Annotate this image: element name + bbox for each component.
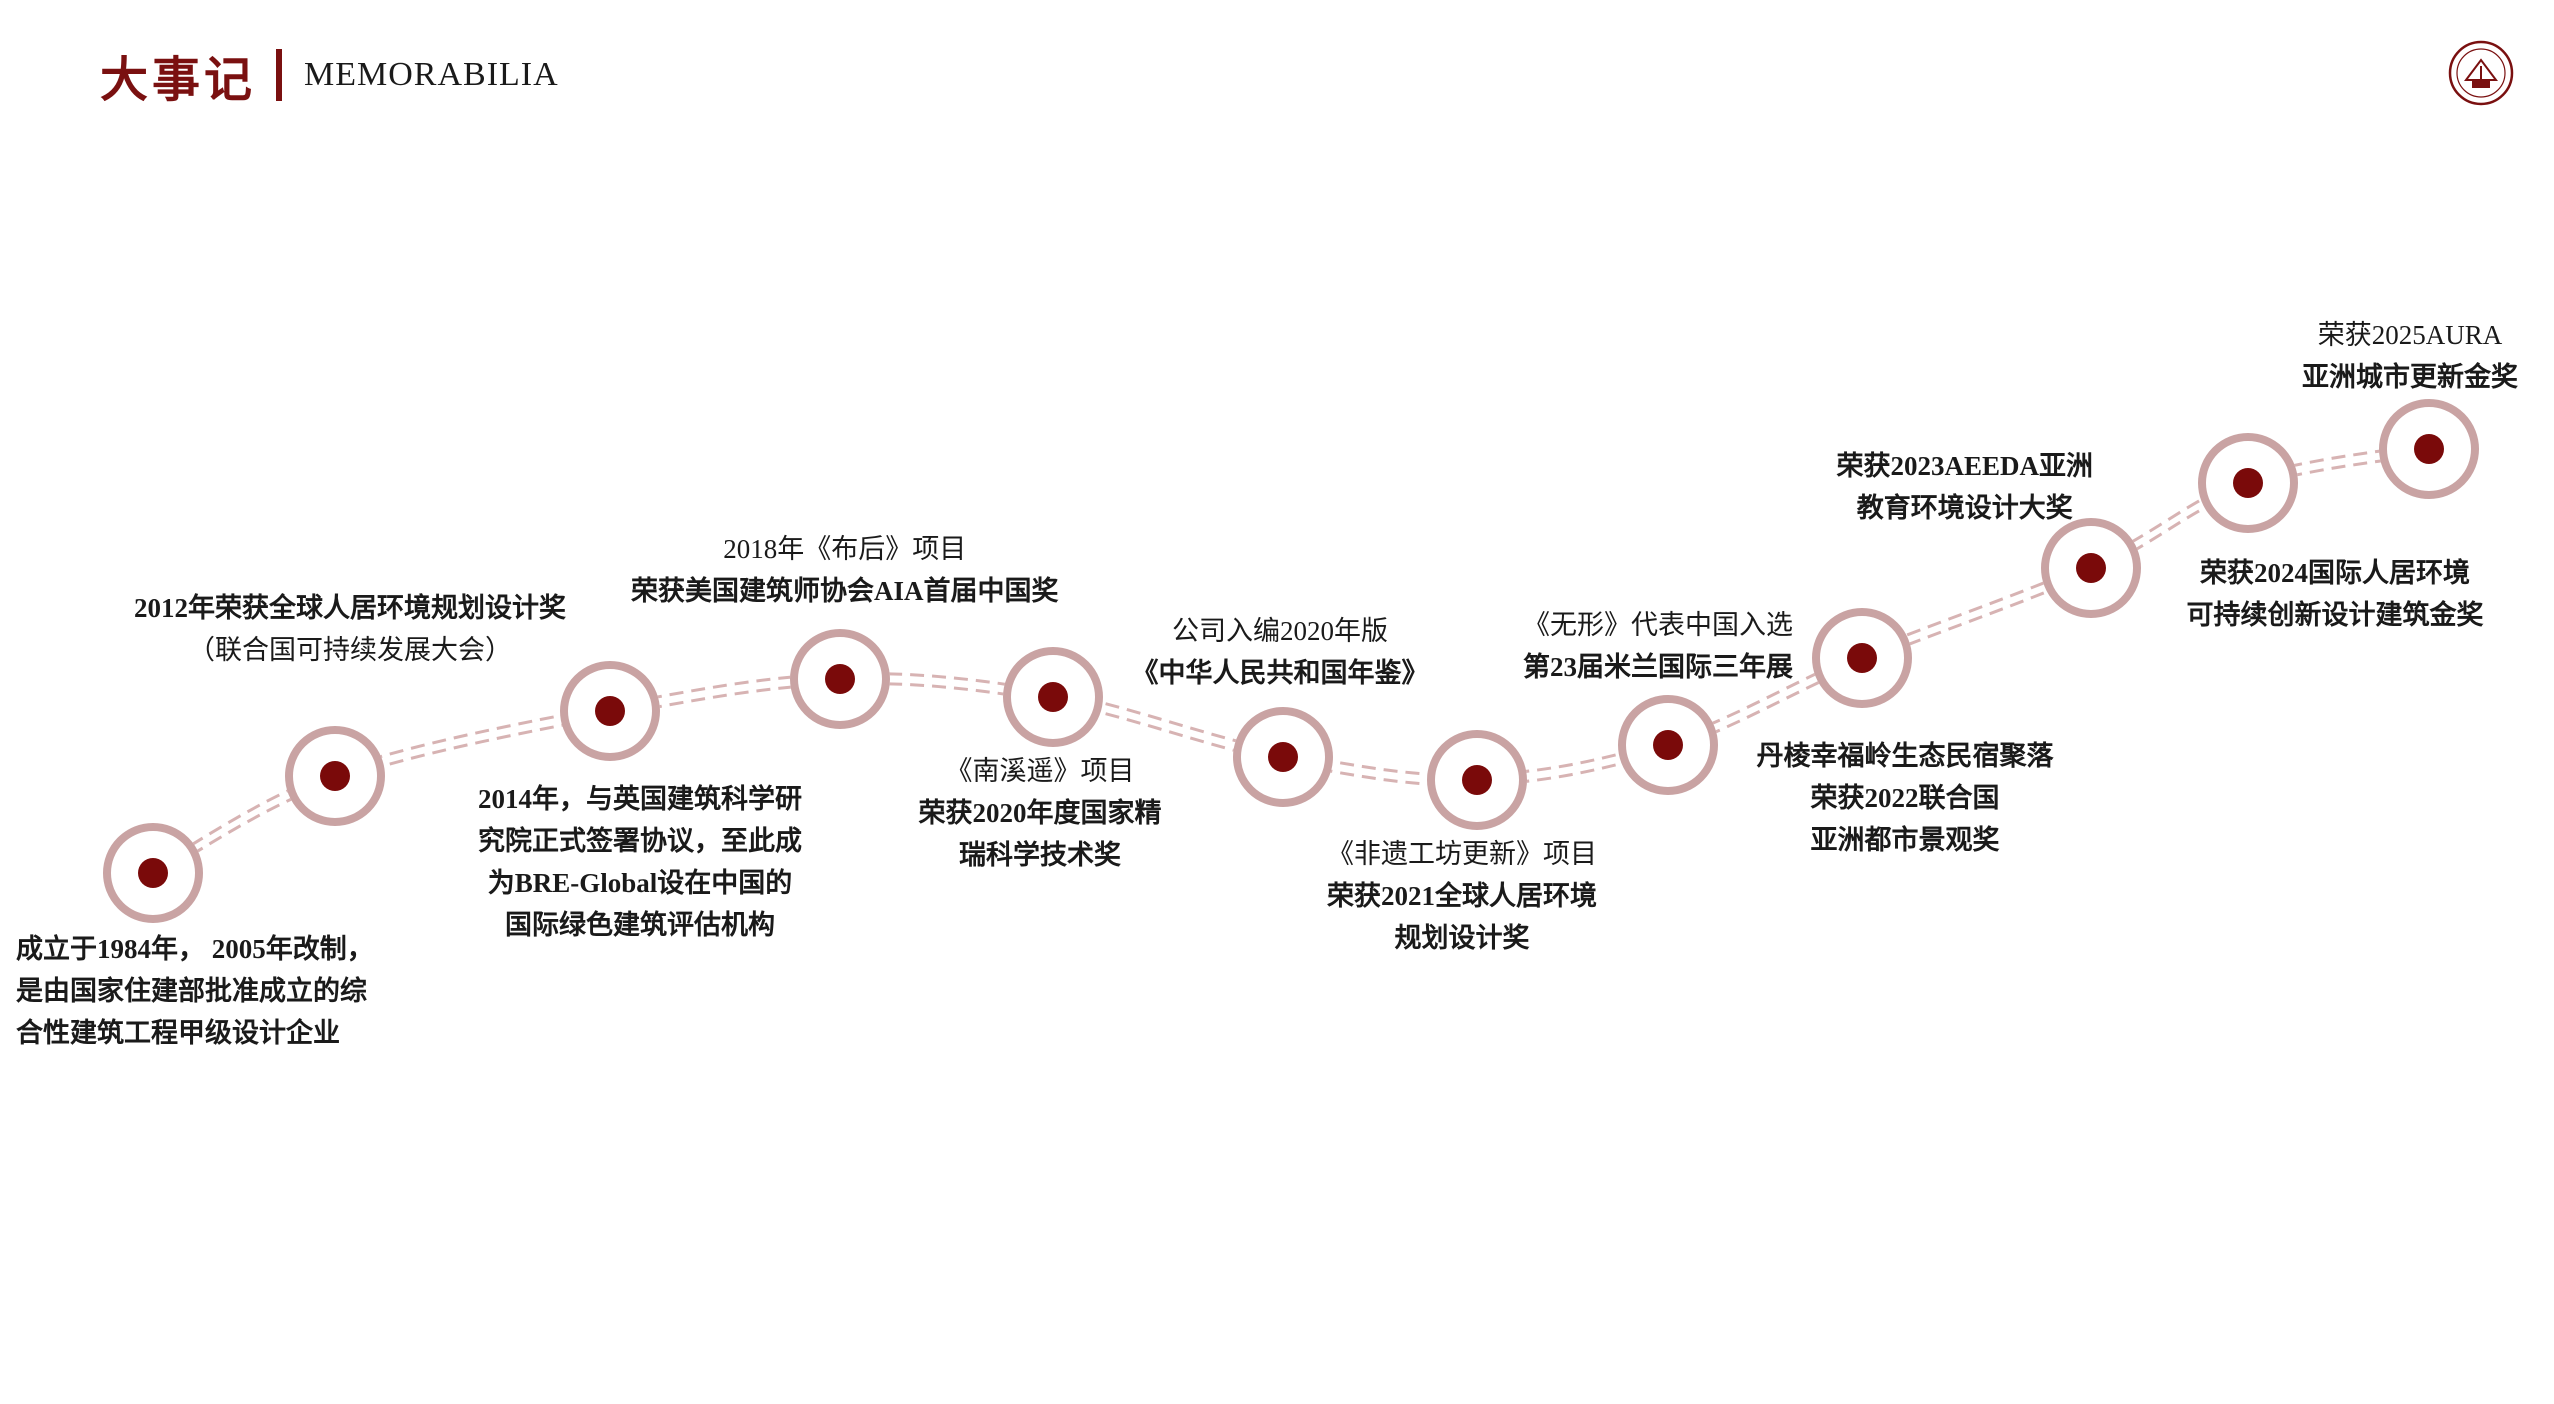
milestone-label-line: 《中华人民共和国年鉴》 bbox=[1131, 658, 1429, 688]
timeline-node bbox=[2379, 399, 2479, 499]
node-dot bbox=[1268, 742, 1298, 772]
node-dot bbox=[1847, 643, 1877, 673]
node-dot bbox=[320, 761, 350, 791]
node-dot bbox=[1653, 730, 1683, 760]
node-ring bbox=[1427, 730, 1527, 830]
milestone-label: 荣获2024国际人居环境可持续创新设计建筑金奖 bbox=[2187, 552, 2484, 636]
milestone-label-line: 2012年荣获全球人居环境规划设计奖 bbox=[134, 593, 566, 623]
node-ring bbox=[1003, 647, 1103, 747]
timeline-node bbox=[1427, 730, 1527, 830]
node-dot bbox=[1462, 765, 1492, 795]
node-dot bbox=[825, 664, 855, 694]
milestone-label-line: 荣获2023AEEDA亚洲 bbox=[1836, 451, 2094, 481]
milestone-label: 2018年《布后》项目荣获美国建筑师协会AIA首届中国奖 bbox=[631, 528, 1059, 612]
timeline-node bbox=[103, 823, 203, 923]
milestone-label-line: 公司入编2020年版 bbox=[1172, 616, 1388, 646]
milestone-label-line: 成立于1984年， 2005年改制， bbox=[16, 934, 374, 964]
timeline-node bbox=[1003, 647, 1103, 747]
milestone-label-line: 教育环境设计大奖 bbox=[1856, 493, 2073, 523]
seal-emblem-icon bbox=[2448, 40, 2514, 106]
milestone-label: 《无形》代表中国入选第23届米兰国际三年展 bbox=[1523, 604, 1793, 688]
milestone-label-line: 亚洲城市更新金奖 bbox=[2302, 362, 2518, 392]
milestone-label-line: 合性建筑工程甲级设计企业 bbox=[16, 1018, 340, 1048]
milestone-label-line: 可持续创新设计建筑金奖 bbox=[2186, 600, 2484, 630]
milestone-label-line: 荣获2021全球人居环境 bbox=[1327, 881, 1597, 911]
milestone-label-line: 国际绿色建筑评估机构 bbox=[505, 910, 775, 940]
milestone-label-line: 是由国家住建部批准成立的综 bbox=[16, 976, 367, 1006]
milestone-label-line: 荣获2020年度国家精 bbox=[918, 798, 1162, 828]
milestone-label-line: 荣获2022联合国 bbox=[1810, 783, 2000, 813]
milestone-label: 2012年荣获全球人居环境规划设计奖 （联合国可持续发展大会） bbox=[134, 587, 566, 671]
milestone-label-line: 丹棱幸福岭生态民宿聚落 bbox=[1756, 741, 2054, 771]
milestone-label-line: 《无形》代表中国入选 bbox=[1523, 610, 1793, 640]
milestone-label: 荣获2025AURA 亚洲城市更新金奖 bbox=[2302, 314, 2518, 398]
node-ring bbox=[2198, 433, 2298, 533]
milestone-label: 《南溪遥》项目荣获2020年度国家精瑞科学技术奖 bbox=[919, 750, 1162, 876]
node-ring bbox=[103, 823, 203, 923]
milestone-label-line: 荣获2025AURA bbox=[2317, 320, 2503, 350]
node-dot bbox=[2233, 468, 2263, 498]
milestone-label-line: （联合国可持续发展大会） bbox=[188, 635, 512, 665]
node-dot bbox=[138, 858, 168, 888]
node-ring bbox=[560, 661, 660, 761]
milestone-label-line: 2018年《布后》项目 bbox=[723, 534, 967, 564]
milestone-label: 丹棱幸福岭生态民宿聚落荣获2022联合国亚洲都市景观奖 bbox=[1757, 735, 2054, 861]
page-header: 大事记 MEMORABILIA bbox=[100, 40, 559, 110]
milestone-label-line: 第23届米兰国际三年展 bbox=[1523, 652, 1793, 682]
milestone-label-line: 为BRE-Global设在中国的 bbox=[487, 868, 793, 898]
timeline-node bbox=[285, 726, 385, 826]
milestone-label-line: 究院正式签署协议，至此成 bbox=[478, 826, 802, 856]
milestone-label-line: 瑞科学技术奖 bbox=[959, 840, 1121, 870]
node-ring bbox=[285, 726, 385, 826]
milestone-label-line: 亚洲都市景观奖 bbox=[1810, 825, 2000, 855]
milestone-label-line: 2014年，与英国建筑科学研 bbox=[478, 784, 802, 814]
timeline-dashed-line bbox=[152, 452, 2430, 880]
node-ring bbox=[1812, 608, 1912, 708]
milestone-label-line: 荣获2024国际人居环境 bbox=[2200, 558, 2470, 588]
node-ring bbox=[2379, 399, 2479, 499]
page-title: 大事记 bbox=[100, 52, 257, 108]
timeline-node bbox=[790, 629, 890, 729]
milestone-label-line: 规划设计奖 bbox=[1394, 923, 1530, 953]
node-dot bbox=[2414, 434, 2444, 464]
title-divider bbox=[276, 49, 283, 101]
timeline-dashed-line bbox=[152, 442, 2430, 870]
milestone-label-line: 《南溪遥》项目 bbox=[945, 756, 1135, 786]
timeline-node bbox=[2041, 518, 2141, 618]
node-dot bbox=[2076, 553, 2106, 583]
milestone-label: 《非遗工坊更新》项目荣获2021全球人居环境规划设计奖 bbox=[1327, 833, 1597, 959]
milestone-label: 荣获2023AEEDA亚洲教育环境设计大奖 bbox=[1837, 445, 2094, 529]
timeline-node bbox=[560, 661, 660, 761]
milestone-label-line: 荣获美国建筑师协会AIA首届中国奖 bbox=[631, 576, 1059, 606]
node-ring bbox=[1618, 695, 1718, 795]
milestone-label: 公司入编2020年版《中华人民共和国年鉴》 bbox=[1132, 610, 1429, 694]
node-ring bbox=[2041, 518, 2141, 618]
page-subtitle: MEMORABILIA bbox=[304, 56, 559, 93]
node-dot bbox=[595, 696, 625, 726]
timeline-node bbox=[1618, 695, 1718, 795]
node-ring bbox=[790, 629, 890, 729]
milestone-label-line: 《非遗工坊更新》项目 bbox=[1327, 839, 1597, 869]
timeline-node bbox=[1812, 608, 1912, 708]
timeline-node bbox=[1233, 707, 1333, 807]
node-ring bbox=[1233, 707, 1333, 807]
milestone-label: 成立于1984年， 2005年改制， 是由国家住建部批准成立的综合性建筑工程甲级设… bbox=[16, 928, 374, 1054]
timeline-node bbox=[2198, 433, 2298, 533]
node-dot bbox=[1038, 682, 1068, 712]
milestone-label: 2014年，与英国建筑科学研究院正式签署协议，至此成为BRE-Global设在中… bbox=[478, 778, 802, 946]
